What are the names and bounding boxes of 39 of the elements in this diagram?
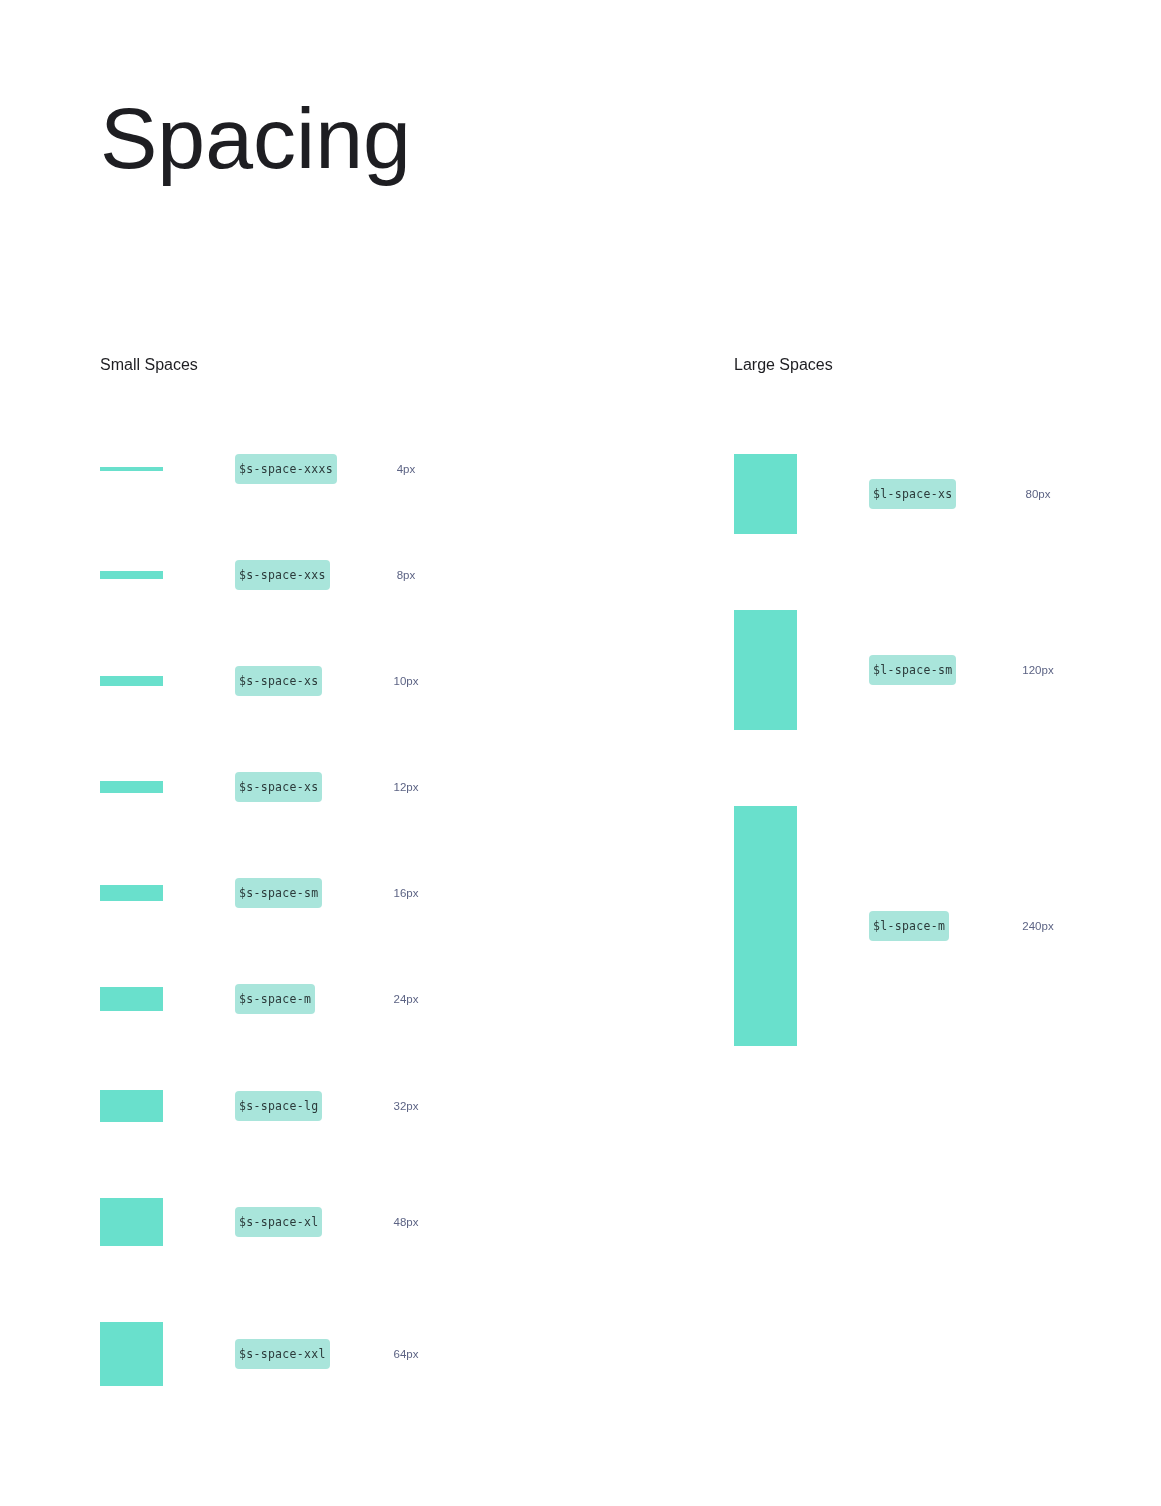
size-value: 48px: [393, 1215, 419, 1230]
token-tag: $s-space-lg: [235, 1091, 323, 1121]
size-value: 80px: [1025, 487, 1051, 502]
spacing-bar: [734, 610, 797, 730]
token-tag: $s-space-xs: [235, 772, 323, 802]
token-tag: $s-space-xxs: [235, 560, 330, 590]
token-tag: $s-space-xxxs: [235, 454, 337, 484]
size-value: 4px: [396, 462, 416, 477]
size-value: 12px: [393, 780, 419, 795]
spacing-bar: [100, 885, 163, 901]
spacing-bar: [100, 467, 163, 471]
spacing-bar: [100, 1090, 163, 1122]
spacing-bar: [734, 806, 797, 1046]
token-tag: $l-space-sm: [869, 655, 957, 685]
token-tag: $s-space-sm: [235, 878, 323, 908]
size-value: 10px: [393, 674, 419, 689]
token-tag: $s-space-xl: [235, 1207, 323, 1237]
size-value: 120px: [1022, 663, 1054, 678]
spacing-bar: [100, 987, 163, 1011]
token-tag: $s-space-m: [235, 984, 316, 1014]
size-value: 64px: [393, 1347, 419, 1362]
spacing-bar: [100, 1322, 163, 1386]
spacing-bar: [100, 571, 163, 579]
token-tag: $l-space-xs: [869, 479, 957, 509]
section-heading: Large Spaces: [734, 355, 833, 375]
token-tag: $s-space-xxl: [235, 1339, 330, 1369]
token-tag: $l-space-m: [869, 911, 950, 941]
page-title: Spacing: [100, 89, 411, 188]
size-value: 16px: [393, 886, 419, 901]
spacing-bar: [734, 454, 797, 534]
spacing-bar: [100, 781, 163, 793]
spacing-bar: [100, 676, 163, 686]
size-value: 8px: [396, 568, 416, 583]
token-tag: $s-space-xs: [235, 666, 323, 696]
spacing-bar: [100, 1198, 163, 1246]
section-heading: Small Spaces: [100, 355, 198, 375]
size-value: 24px: [393, 992, 419, 1007]
size-value: 32px: [393, 1099, 419, 1114]
size-value: 240px: [1022, 919, 1054, 934]
